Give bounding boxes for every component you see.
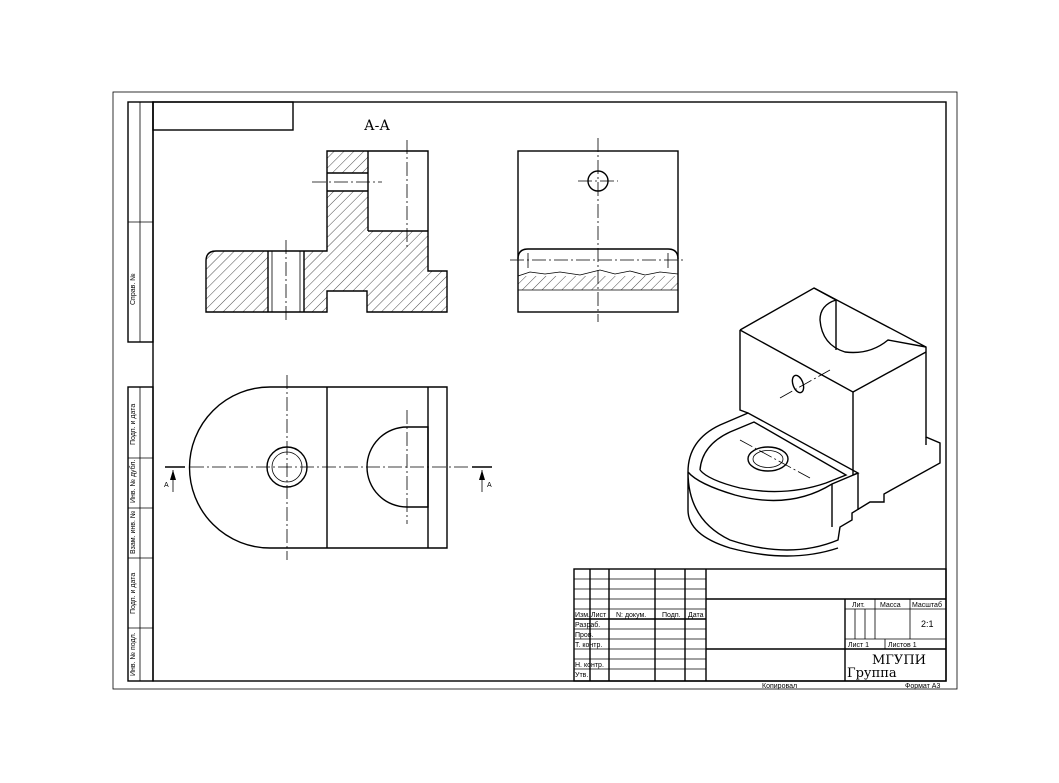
row-prov: Пров. (575, 632, 594, 639)
massa-label: Масса (880, 602, 901, 609)
group-label: Группа (847, 666, 897, 681)
row-tkontr: Т. контр. (575, 642, 602, 649)
row-nkontr: Н. контр. (575, 662, 604, 669)
hdr-data: Дата (688, 612, 704, 619)
hdr-izm: Изм. (575, 612, 590, 619)
hdr-podp: Подп. (662, 612, 681, 619)
isometric-view (687, 287, 941, 557)
top-view: А А (164, 375, 492, 560)
title-block: Изм. Лист N: докум. Подп. Дата Разраб. П… (573, 568, 947, 690)
hdr-list: Лист (591, 612, 607, 619)
side-stamp-repl-inv: Взам. инв. № (130, 511, 137, 554)
copied-label: Копировал (762, 683, 797, 690)
side-stamp-dup-inv: Инв. № дубл. (129, 460, 137, 503)
row-utv: Утв. (575, 672, 588, 679)
corner-stamp-box (152, 101, 294, 131)
side-stamp-sign-date-2: Подп. и дата (130, 573, 137, 614)
side-view (510, 138, 686, 322)
outer-frame (112, 91, 958, 690)
side-stamp: Справ. № Подп. и дата Инв. № дубл. Взам.… (127, 101, 154, 682)
lit-label: Лит. (852, 602, 865, 609)
hdr-ndoc: N: докум. (616, 612, 646, 619)
org-name: МГУПИ (872, 653, 926, 668)
side-stamp-ref-no: Справ. № (130, 273, 137, 305)
inner-frame (152, 101, 947, 682)
section-label: А-А (364, 118, 390, 134)
row-razrab: Разраб. (575, 621, 600, 629)
masshtab-label: Масштаб (912, 601, 942, 609)
side-stamp-orig-inv: Инв. № подл. (130, 632, 137, 676)
side-stamp-sign-date-1: Подп. и дата (130, 404, 137, 445)
scale-value: 2:1 (921, 619, 934, 629)
section-view-a-a: А-А (205, 118, 448, 322)
format-label: Формат А3 (905, 683, 940, 690)
section-mark-right: А (487, 482, 492, 489)
section-mark-left: А (164, 482, 169, 489)
sheet-number: Лист 1 (848, 642, 869, 649)
sheets-total: Листов 1 (888, 642, 917, 649)
